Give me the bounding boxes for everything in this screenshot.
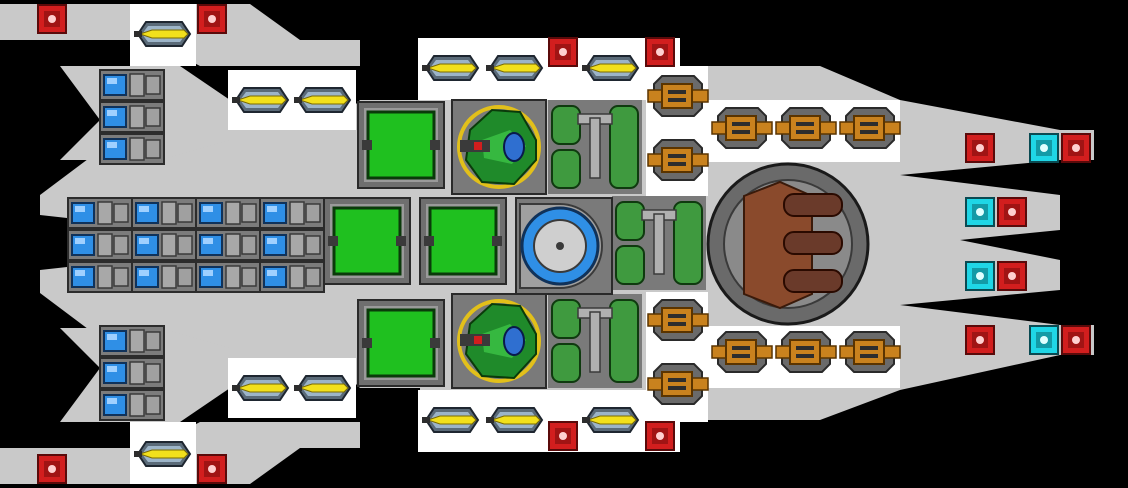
fuel-tank-icon	[547, 99, 643, 195]
thruster-icon	[133, 441, 191, 467]
turret-icon	[647, 299, 709, 341]
cyan-pod-icon	[965, 261, 995, 291]
red-pod-icon	[197, 454, 227, 484]
turret-icon	[450, 98, 548, 196]
thruster-icon	[485, 407, 543, 433]
thruster-icon	[293, 87, 351, 113]
thruster-icon	[133, 21, 191, 47]
thruster-icon	[67, 229, 133, 261]
turret-icon	[647, 75, 709, 117]
thruster-icon	[231, 87, 289, 113]
thruster-icon	[259, 197, 325, 229]
thruster-icon	[195, 229, 261, 261]
thruster-icon	[99, 325, 165, 357]
red-pod-icon	[1061, 325, 1091, 355]
thruster-icon	[99, 133, 165, 165]
red-pod-icon	[965, 325, 995, 355]
thruster-icon	[195, 197, 261, 229]
thruster-icon	[99, 101, 165, 133]
red-pod-icon	[548, 421, 578, 451]
thruster-icon	[67, 261, 133, 293]
thruster-icon	[581, 407, 639, 433]
red-pod-icon	[645, 37, 675, 67]
thruster-icon	[293, 375, 351, 401]
thruster-icon	[259, 261, 325, 293]
cyan-pod-icon	[1029, 325, 1059, 355]
turret-icon	[647, 139, 709, 181]
red-pod-icon	[997, 197, 1027, 227]
thruster-icon	[231, 375, 289, 401]
thruster-icon	[195, 261, 261, 293]
thruster-icon	[99, 389, 165, 421]
turret-icon	[450, 292, 548, 390]
thruster-icon	[421, 55, 479, 81]
thruster-icon	[421, 407, 479, 433]
red-pod-icon	[645, 421, 675, 451]
turret-icon	[839, 107, 901, 149]
turret-icon	[775, 107, 837, 149]
armor-block-icon	[322, 196, 412, 286]
red-pod-icon	[1061, 133, 1091, 163]
red-pod-icon	[965, 133, 995, 163]
thruster-icon	[131, 197, 197, 229]
red-pod-icon	[37, 454, 67, 484]
turret-icon	[711, 331, 773, 373]
red-pod-icon	[997, 261, 1027, 291]
thruster-icon	[485, 55, 543, 81]
armor-block-icon	[356, 298, 446, 388]
fuel-tank-icon	[547, 293, 643, 389]
thruster-icon	[581, 55, 639, 81]
armor-block-icon	[356, 100, 446, 190]
thruster-icon	[99, 357, 165, 389]
red-pod-icon	[37, 4, 67, 34]
armor-block-icon	[418, 196, 508, 286]
red-pod-icon	[548, 37, 578, 67]
cyan-pod-icon	[965, 197, 995, 227]
thruster-icon	[67, 197, 133, 229]
thruster-icon	[131, 229, 197, 261]
cyan-pod-icon	[1029, 133, 1059, 163]
fuel-tank-icon	[611, 195, 707, 291]
turret-icon	[711, 107, 773, 149]
reactor-icon	[515, 197, 613, 295]
turret-icon	[647, 363, 709, 405]
turret-icon	[775, 331, 837, 373]
thruster-icon	[131, 261, 197, 293]
turret-icon	[839, 331, 901, 373]
heavy-cannon-icon	[706, 162, 870, 326]
red-pod-icon	[197, 4, 227, 34]
thruster-icon	[99, 69, 165, 101]
thruster-icon	[259, 229, 325, 261]
